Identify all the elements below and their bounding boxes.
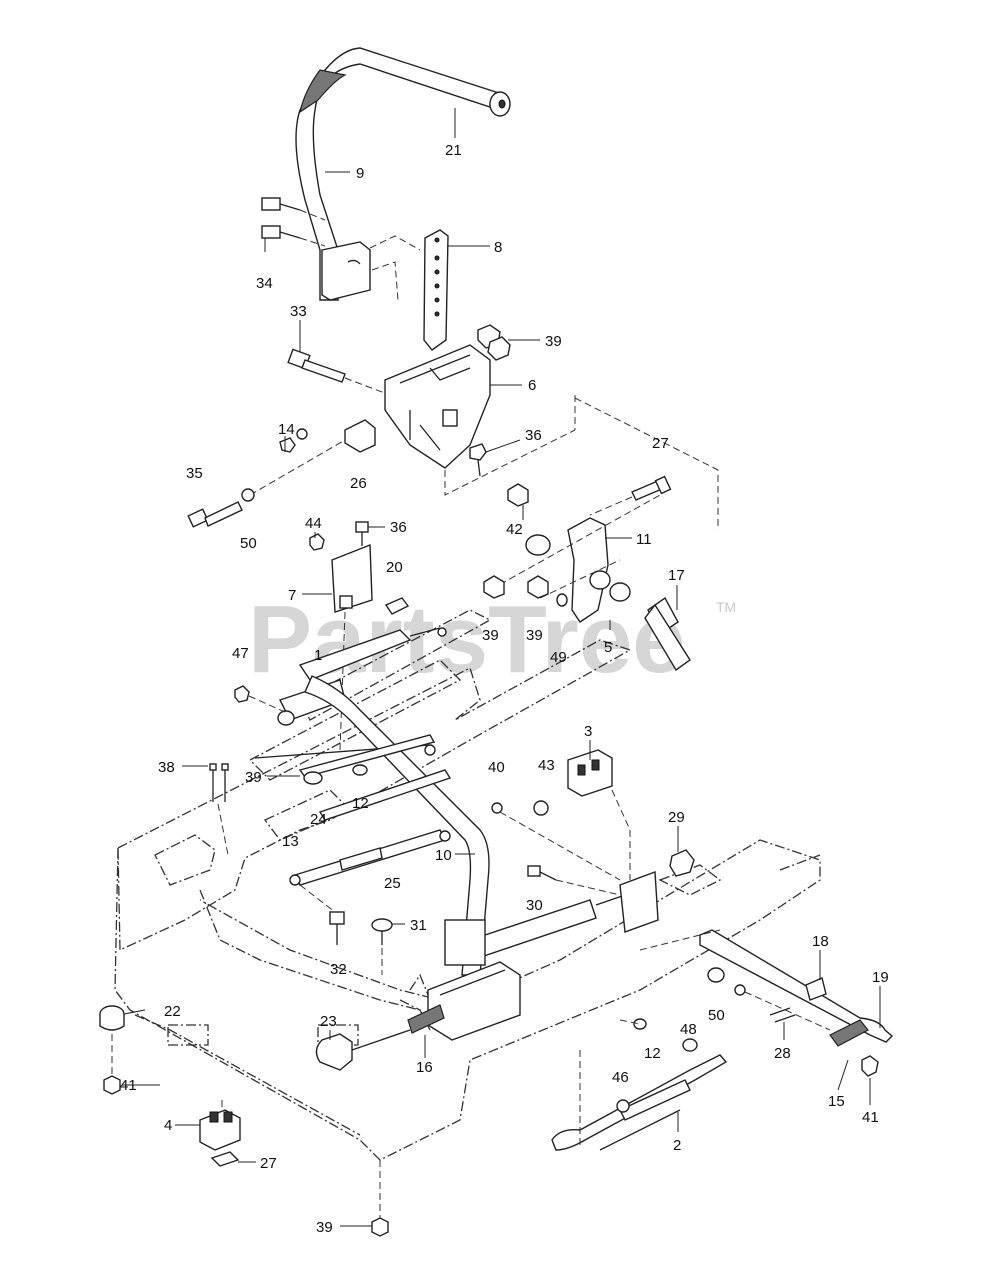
callout-39-mid-b: 39	[526, 627, 543, 644]
callout-22: 22	[164, 1003, 181, 1020]
callout-12-upper: 12	[352, 795, 369, 812]
callout-46: 46	[612, 1069, 629, 1086]
callout-14: 14	[278, 421, 295, 438]
bracket-6	[384, 344, 491, 469]
callout-1: 1	[314, 647, 322, 664]
callout-28: 28	[774, 1045, 791, 1062]
callout-8: 8	[494, 239, 502, 256]
callout-36-top: 36	[525, 427, 542, 444]
callout-9: 9	[356, 165, 364, 182]
callout-4: 4	[164, 1117, 172, 1134]
bracket-7	[331, 543, 373, 751]
callout-23: 23	[320, 1013, 337, 1030]
callout-24: 24	[310, 811, 327, 828]
callout-26: 26	[350, 475, 367, 492]
callout-39-bottom: 39	[316, 1219, 333, 1236]
callout-31: 31	[410, 917, 427, 934]
callout-50-right: 50	[708, 1007, 725, 1024]
callout-labels: 21 9 8 34 33 39 6 14 36 27 35 26 50 42 4…	[120, 142, 889, 1236]
callout-25: 25	[384, 875, 401, 892]
callout-43: 43	[538, 757, 555, 774]
callout-41-right: 41	[862, 1109, 879, 1126]
callout-32: 32	[330, 961, 347, 978]
callout-16: 16	[416, 1059, 433, 1076]
callout-41-left: 41	[120, 1077, 137, 1094]
callout-38: 38	[158, 759, 175, 776]
callout-33: 33	[290, 303, 307, 320]
switch-4	[199, 1109, 241, 1167]
lever-19	[699, 929, 894, 1077]
callout-11: 11	[636, 531, 652, 548]
callout-18: 18	[812, 933, 829, 950]
callout-39-left: 39	[245, 769, 262, 786]
callout-5: 5	[604, 639, 612, 656]
callout-47: 47	[232, 645, 249, 662]
callout-42: 42	[506, 521, 523, 538]
callout-3: 3	[584, 723, 592, 740]
knob-23	[315, 1029, 411, 1071]
watermark-tm: TM	[716, 599, 736, 615]
callout-6: 6	[528, 377, 536, 394]
callout-7: 7	[288, 587, 296, 604]
bolt-33	[287, 348, 346, 383]
callout-27-bottom: 27	[260, 1155, 277, 1172]
callout-39-top: 39	[545, 333, 562, 350]
callout-21: 21	[445, 142, 462, 159]
callout-48: 48	[680, 1021, 697, 1038]
callout-20: 20	[386, 559, 403, 576]
callout-39-mid-a: 39	[482, 627, 499, 644]
callout-44: 44	[305, 515, 322, 532]
callout-10: 10	[435, 847, 452, 864]
callout-49: 49	[550, 649, 567, 666]
part-8-adjuster	[423, 229, 449, 351]
callout-35: 35	[186, 465, 203, 482]
linkage-rods	[254, 734, 452, 886]
callout-34: 34	[256, 275, 273, 292]
switch-3	[567, 749, 613, 797]
callout-27-top: 27	[652, 435, 669, 452]
arm-11	[525, 517, 691, 672]
callout-2: 2	[673, 1137, 681, 1154]
callout-17: 17	[668, 567, 685, 584]
handle-assembly	[261, 47, 511, 301]
callout-36-mid: 36	[390, 519, 407, 536]
callout-19: 19	[872, 969, 889, 986]
callout-50-left: 50	[240, 535, 257, 552]
callout-13: 13	[282, 833, 299, 850]
linkage-2	[551, 1038, 728, 1151]
callout-40: 40	[488, 759, 505, 776]
callout-30: 30	[526, 897, 543, 914]
callout-12-lower: 12	[644, 1045, 661, 1062]
callout-29: 29	[668, 809, 685, 826]
callout-15: 15	[828, 1093, 845, 1110]
pivot-block	[407, 919, 521, 1041]
